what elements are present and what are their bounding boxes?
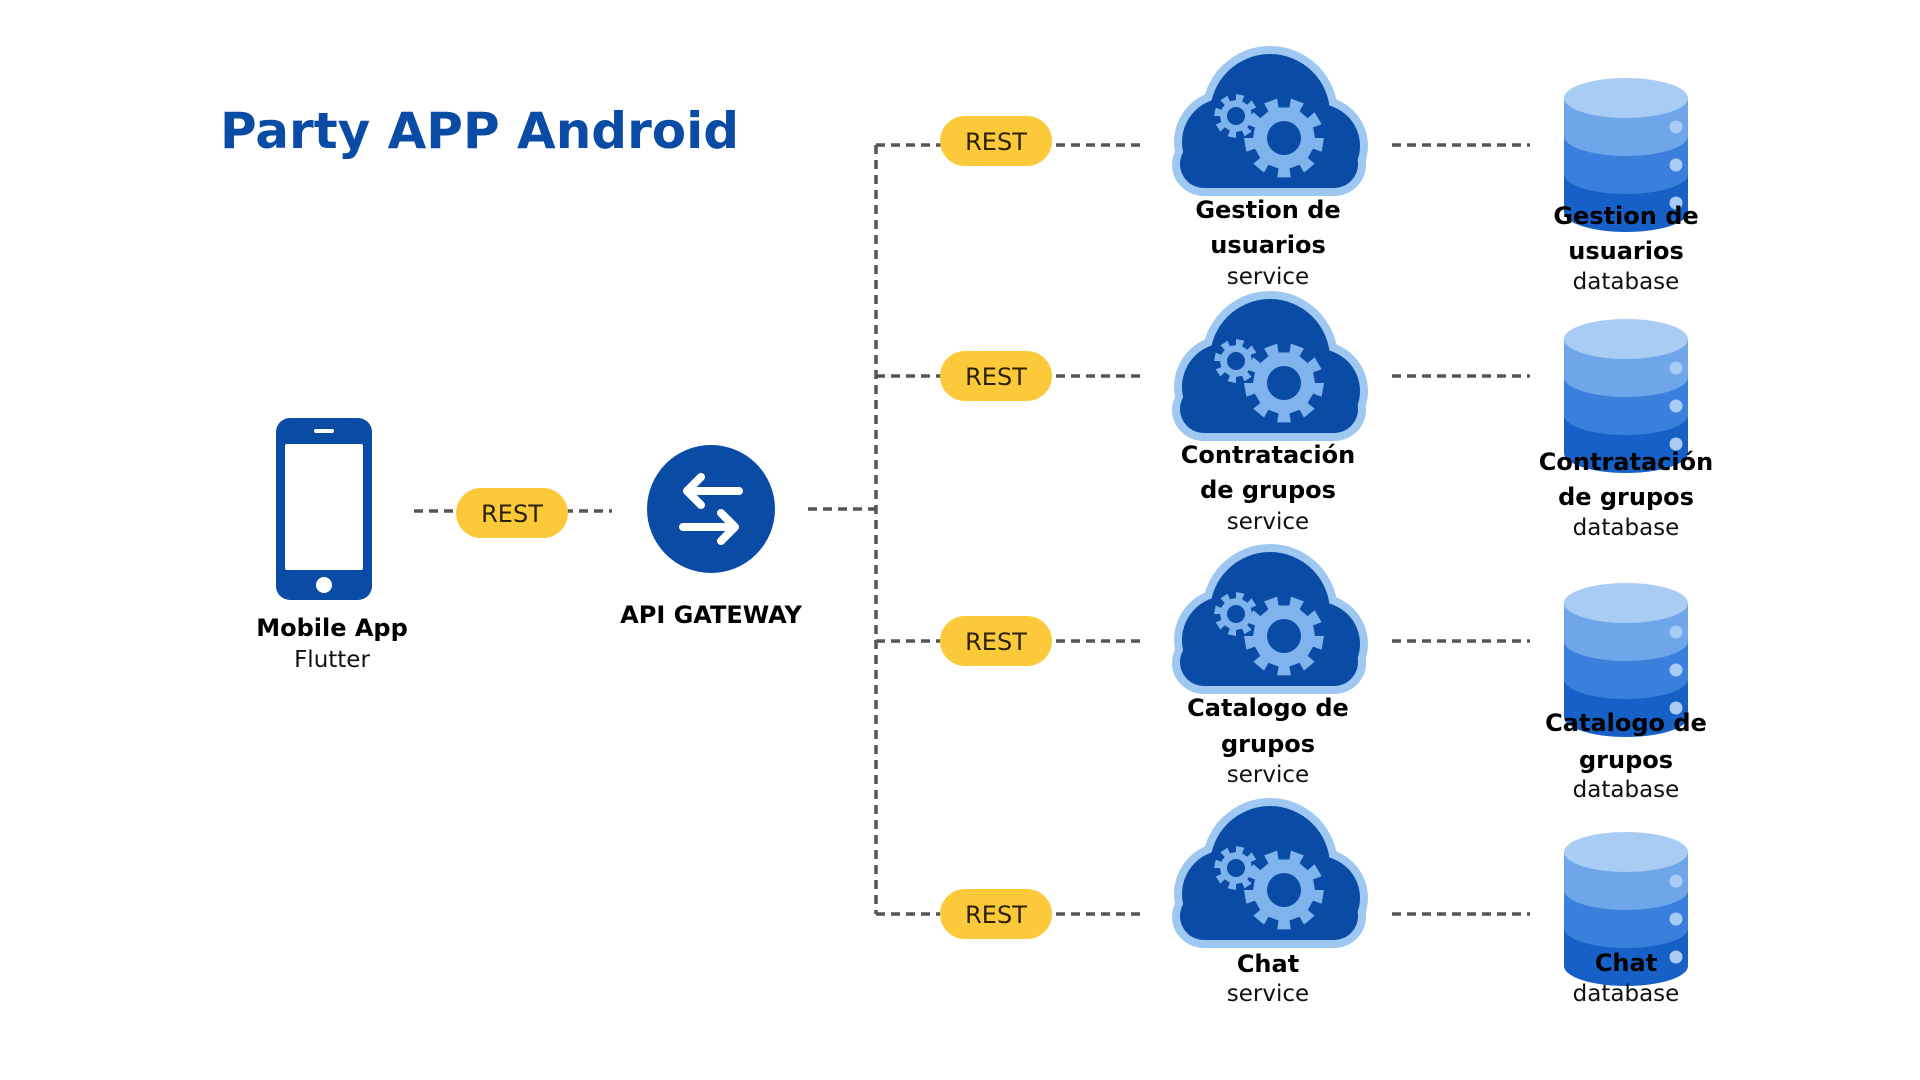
database-icon xyxy=(1564,319,1688,473)
cloud-gear-icon xyxy=(1172,46,1368,196)
database-name-line: grupos xyxy=(1579,746,1673,774)
database-kind-label: database xyxy=(1573,269,1680,295)
rest-pill-shape xyxy=(456,488,568,538)
service-name-line: Catalogo de xyxy=(1187,694,1349,722)
database-name-line: usuarios xyxy=(1568,237,1684,265)
rest-pill-label: REST xyxy=(965,628,1027,656)
database-top xyxy=(1564,832,1688,872)
database-kind-label: database xyxy=(1573,777,1680,803)
service-name-line: Contratación xyxy=(1181,441,1355,469)
service-name-line: de grupos xyxy=(1200,476,1336,504)
cloud-gear-icon xyxy=(1172,798,1368,948)
service-kind-label: service xyxy=(1227,264,1309,290)
connectors-layer xyxy=(414,143,1530,916)
arrows-exchange-icon xyxy=(647,445,775,573)
cloud-gear-icon xyxy=(1172,291,1368,441)
service-kind-label: service xyxy=(1227,509,1309,535)
service-name-line: grupos xyxy=(1221,730,1315,758)
rest-pill-label: REST xyxy=(965,901,1027,929)
cloud-gear-icon xyxy=(1172,544,1368,694)
database-top xyxy=(1564,78,1688,118)
service-kind-label: service xyxy=(1227,981,1309,1007)
rest-pill-branch-3: REST xyxy=(940,616,1052,666)
database-top xyxy=(1564,583,1688,623)
database-name-line: Gestion de xyxy=(1553,202,1698,230)
service-name-line: Chat xyxy=(1237,950,1299,978)
service-name-line: usuarios xyxy=(1210,231,1326,259)
database-kind-label: database xyxy=(1573,981,1680,1007)
database-name-line: Chat xyxy=(1595,949,1657,977)
database-icon xyxy=(1564,832,1688,986)
service-name-line: Gestion de xyxy=(1195,196,1340,224)
database-kind-label: database xyxy=(1573,515,1680,541)
rest-pill-branch-1: REST xyxy=(940,116,1052,166)
mobile-app-name: Mobile App xyxy=(256,614,408,642)
database-top xyxy=(1564,319,1688,359)
rest-pill-shape xyxy=(940,351,1052,401)
service-kind-label: service xyxy=(1227,762,1309,788)
api-gateway-label: API GATEWAY xyxy=(620,601,802,629)
rest-pill-mobile: REST xyxy=(456,488,568,538)
rest-pill-shape xyxy=(940,116,1052,166)
smartphone-icon xyxy=(276,418,372,600)
rest-pill-label: REST xyxy=(965,363,1027,391)
rest-pill-branch-2: REST xyxy=(940,351,1052,401)
diagram-title: Party APP Android xyxy=(220,102,739,160)
rest-pill-label: REST xyxy=(481,500,543,528)
database-name-line: Contratación xyxy=(1539,448,1713,476)
database-icon xyxy=(1564,78,1688,232)
rest-pill-shape xyxy=(940,889,1052,939)
database-name-line: de grupos xyxy=(1558,483,1694,511)
rest-pill-branch-4: REST xyxy=(940,889,1052,939)
mobile-app-tech: Flutter xyxy=(294,647,370,673)
database-icon xyxy=(1564,583,1688,737)
database-name-line: Catalogo de xyxy=(1545,709,1707,737)
rest-pill-shape xyxy=(940,616,1052,666)
rest-pill-label: REST xyxy=(965,128,1027,156)
